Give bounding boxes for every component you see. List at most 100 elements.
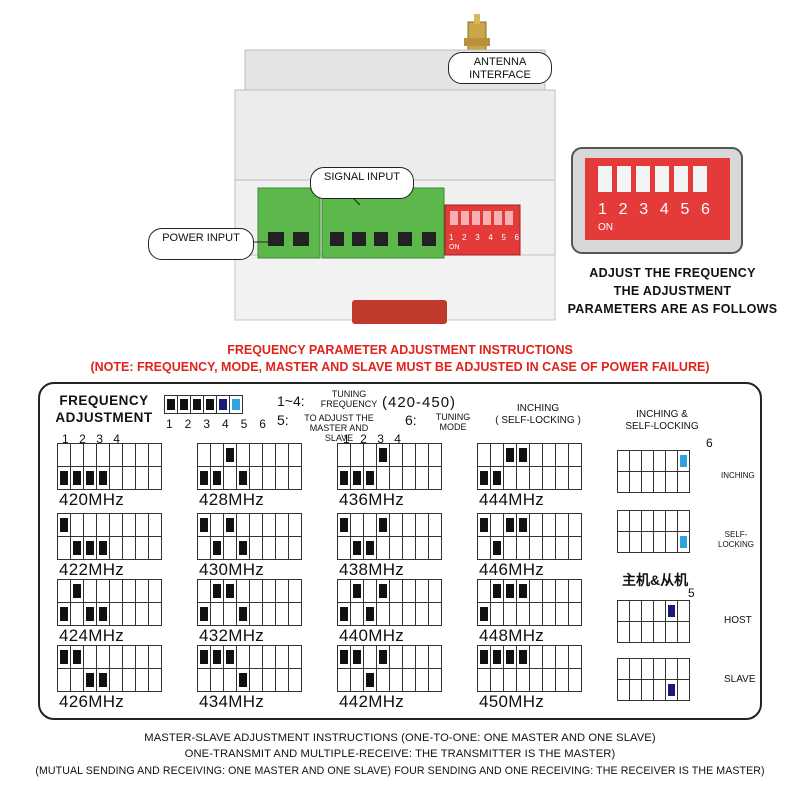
switch-cell [542, 579, 556, 603]
switch-cell [477, 579, 491, 603]
col-number: 4 [394, 432, 401, 446]
switch-cell [70, 466, 84, 490]
switch-cell-blue [229, 395, 243, 414]
switch-cell [376, 668, 390, 692]
switch-cell [415, 645, 429, 669]
switch-cell [83, 645, 97, 669]
legend-text: MODE [439, 422, 467, 432]
dip-number: 5 [240, 417, 248, 431]
zoomed-dip-switch [571, 147, 743, 254]
switch-cell [337, 466, 351, 490]
dip-number: 4 [488, 233, 493, 242]
switch-cell [249, 443, 263, 467]
frequency-label: 428MHz [199, 490, 265, 509]
switch-cell [197, 602, 211, 626]
dip-number: 1 [166, 417, 173, 431]
switch-cell [415, 668, 429, 692]
switch-cell [197, 466, 211, 490]
switch-cell [516, 602, 530, 626]
switch-cell [402, 513, 416, 537]
switch-cell [350, 443, 364, 467]
switch-cell [122, 602, 136, 626]
legend-text: INCHING [516, 403, 560, 414]
switch-cell [350, 466, 364, 490]
right-header-line: SELF-LOCKING [625, 421, 699, 432]
legend-tuning-mode: TUNING MODE [430, 412, 476, 432]
switch-cell [122, 536, 136, 560]
switch-cell [402, 466, 416, 490]
col-number: 1 [343, 432, 350, 446]
switch-cell [236, 466, 250, 490]
signal-terminal-block [321, 187, 445, 259]
switch-cell [490, 513, 504, 537]
switch-cell [389, 602, 403, 626]
switch-cell [96, 668, 110, 692]
switch-cell [477, 645, 491, 669]
frequency-label: 434MHz [199, 692, 265, 711]
adjust-line: ADJUST THE FREQUENCY [589, 266, 756, 280]
device-dip-numbers: 1 2 3 4 5 6 [449, 233, 519, 242]
switch-cell [350, 536, 364, 560]
switch-column-numbers: 1 2 3 4 [343, 432, 401, 446]
switch-cell [428, 602, 442, 626]
col-number: 3 [96, 432, 103, 446]
switch-cell [402, 668, 416, 692]
switch-cell [135, 443, 149, 467]
switch-cell [529, 645, 543, 669]
frequency-label: 448MHz [479, 626, 545, 645]
switch-cell [568, 602, 582, 626]
switch-cell [542, 602, 556, 626]
frequency-switch-grid [337, 579, 442, 626]
frequency-label: 450MHz [479, 692, 545, 711]
dip-number: 3 [639, 201, 649, 218]
switch-cell [249, 579, 263, 603]
frequency-switch-grid [57, 645, 162, 692]
switch-cell [542, 443, 556, 467]
legend-text: MASTER AND SLAVE [309, 423, 369, 443]
switch-cell [428, 579, 442, 603]
switch-cell [83, 579, 97, 603]
switch-cell [477, 443, 491, 467]
legend-range: (420-450) [382, 394, 457, 411]
switch-cell [477, 513, 491, 537]
legend-text: TO ADJUST THE [304, 413, 374, 423]
switch-cell [70, 536, 84, 560]
switch-cell [288, 645, 302, 669]
switch-cell [148, 579, 162, 603]
switch-cell [57, 466, 71, 490]
switch-cell [262, 443, 276, 467]
switch-cell [275, 668, 289, 692]
frequency-switch-grid [477, 645, 582, 692]
switch-cell [109, 536, 123, 560]
legend-inching-self: INCHING ( SELF-LOCKING ) [478, 403, 598, 427]
switch-cell [83, 536, 97, 560]
switch-cell [197, 579, 211, 603]
switch-cell [503, 668, 517, 692]
switch-cell [568, 466, 582, 490]
switch-cell-navy [216, 395, 230, 414]
switch-cell [477, 668, 491, 692]
frequency-switch-grid [337, 443, 442, 490]
dip-number: 3 [203, 417, 210, 431]
switch-cell [516, 536, 530, 560]
chinese-label: 主机&从机 [622, 572, 689, 588]
switch-cell [57, 602, 71, 626]
switch-cell [350, 513, 364, 537]
switch-cell [83, 443, 97, 467]
switch-cell [363, 466, 377, 490]
switch-cell [350, 668, 364, 692]
switch-cell [555, 536, 569, 560]
switch-cell [249, 513, 263, 537]
switch-cell [148, 536, 162, 560]
switch-cell [275, 443, 289, 467]
dip-number: 5 [501, 233, 506, 242]
reference-dip-switch [164, 395, 243, 414]
frequency-label: 446MHz [479, 560, 545, 579]
switch-cell [275, 645, 289, 669]
switch-cell [57, 645, 71, 669]
bottom-line-3: (MUTUAL SENDING AND RECEIVING: ONE MASTE… [35, 765, 765, 777]
slave-label: SLAVE [724, 674, 756, 685]
switch-cell [210, 579, 224, 603]
frequency-switch-grid [337, 513, 442, 560]
switch-cell [542, 536, 556, 560]
